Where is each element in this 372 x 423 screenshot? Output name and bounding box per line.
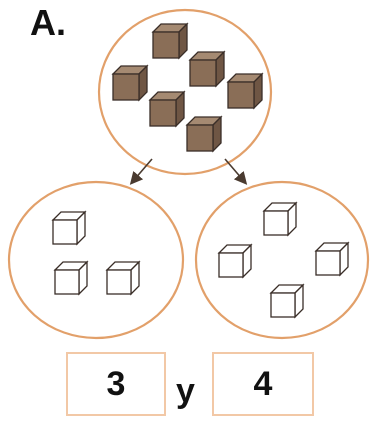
filled-cube <box>189 51 225 87</box>
empty-cube <box>52 211 86 245</box>
empty-cube <box>54 261 88 295</box>
arrow-right <box>224 158 248 185</box>
filled-cube <box>227 73 263 109</box>
empty-cube <box>315 242 349 276</box>
filled-cube <box>152 23 188 59</box>
problem-label: A. <box>30 2 66 43</box>
empty-cube <box>106 261 140 295</box>
right-group-circle <box>194 180 370 340</box>
answer-box-left: 3 <box>66 352 166 416</box>
top-group-circle <box>97 8 273 176</box>
empty-cube <box>263 202 297 236</box>
filled-cube <box>149 91 185 127</box>
filled-cube <box>186 116 222 152</box>
answer-box-right: 4 <box>212 352 314 416</box>
conjunction-text: y <box>176 372 195 410</box>
empty-cube <box>218 244 252 278</box>
empty-cube <box>270 284 304 318</box>
filled-cube <box>112 65 148 101</box>
arrow-left <box>129 158 153 185</box>
left-group-circle <box>7 180 185 340</box>
